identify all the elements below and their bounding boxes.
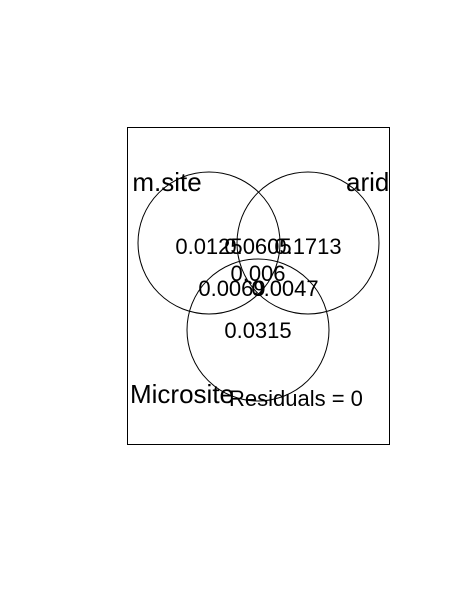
region-a-only-value: 0.0125 [175,234,242,259]
region-ab-value: 0.0605 [224,234,291,259]
set-b-circle [236,171,380,315]
set-a-label: m.site [132,167,201,197]
residuals-label: Residuals = 0 [229,386,363,411]
set-a-circle [137,171,281,315]
region-ac-value: 0.0069 [198,276,265,301]
set-c-circle [186,258,330,402]
set-b-label: arid [346,167,389,197]
region-b-only-value: 0.1713 [274,234,341,259]
venn-content: m.site arid Microsite 0.0125 0.0605 0.17… [130,167,389,411]
plot-frame [127,127,390,445]
set-c-label: Microsite [130,379,234,409]
region-bc-value: 0.0047 [251,276,318,301]
region-c-only-value: 0.0315 [224,318,291,343]
region-abc-value: 0.006 [230,261,285,286]
